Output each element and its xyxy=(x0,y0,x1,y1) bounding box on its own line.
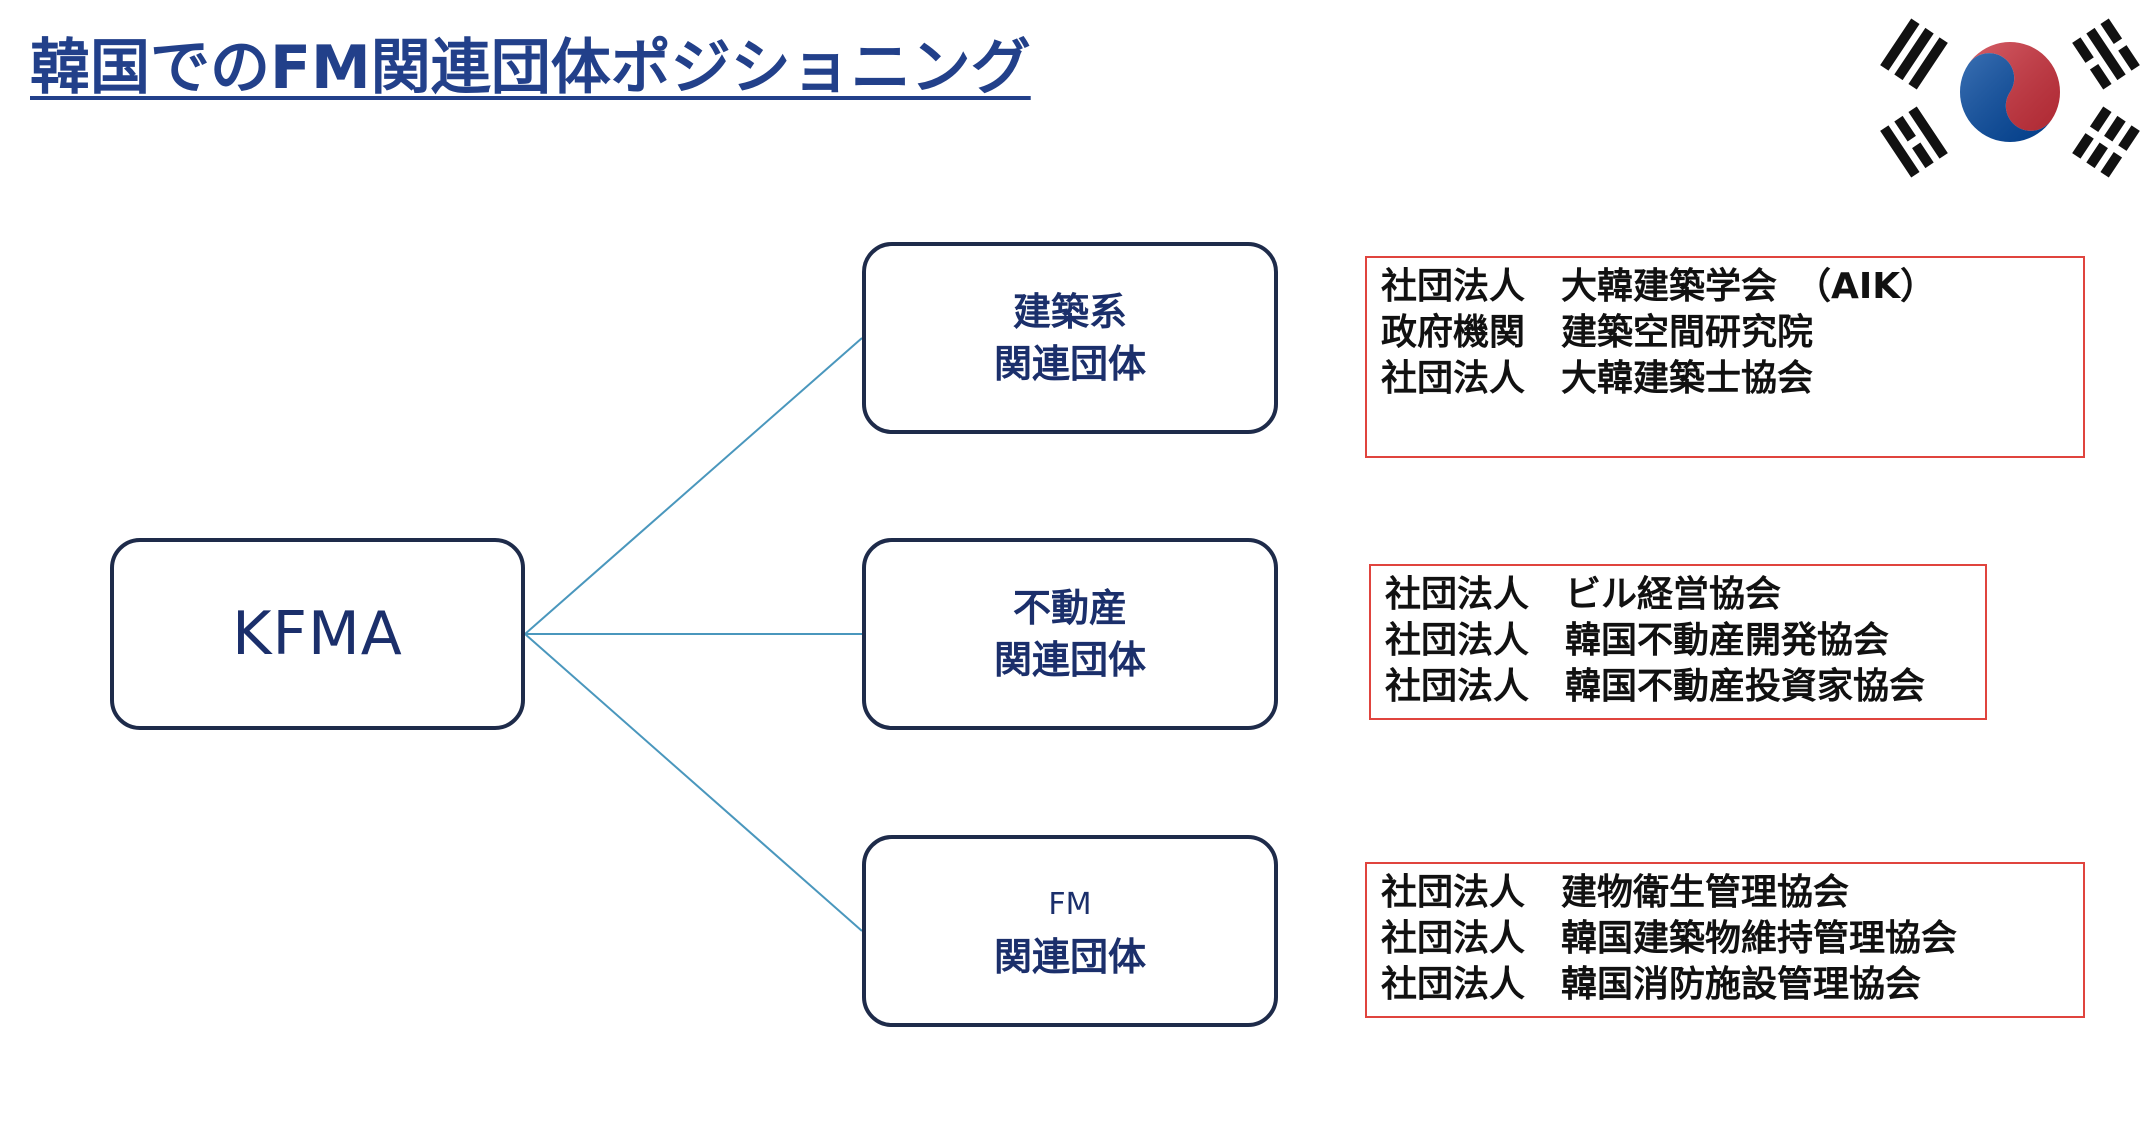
org-item: 社団法人 建物衛生管理協会 xyxy=(1381,872,1850,913)
org-item: 社団法人 ビル経営協会 xyxy=(1385,574,1782,615)
connector-arch xyxy=(524,337,863,635)
org-list-architecture: 社団法人 大韓建築学会 （AIK） 政府機関 建築空間研究院 社団法人 大韓建築… xyxy=(1365,256,2085,458)
org-list-fm: 社団法人 建物衛生管理協会 社団法人 韓国建築物維持管理協会 社団法人 韓国消防… xyxy=(1365,862,2085,1018)
node-real-estate-line1: 不動産 xyxy=(1012,586,1127,630)
korean-flag-icon xyxy=(1880,18,2140,178)
page-title: 韓国でのFM関連団体ポジショニング xyxy=(30,33,1031,103)
node-real-estate: 不動産 関連団体 xyxy=(862,538,1278,730)
org-item: 政府機関 建築空間研究院 xyxy=(1381,312,1814,353)
node-architecture: 建築系 関連団体 xyxy=(862,242,1278,434)
org-item: 社団法人 大韓建築士協会 xyxy=(1381,358,1814,399)
connector-fm xyxy=(524,633,863,932)
org-item: 社団法人 韓国消防施設管理協会 xyxy=(1381,964,1922,1005)
node-real-estate-line2: 関連団体 xyxy=(993,638,1146,682)
org-item: 社団法人 韓国不動産開発協会 xyxy=(1385,620,1890,661)
org-item: 社団法人 大韓建築学会 （AIK） xyxy=(1381,266,1937,307)
org-item: 社団法人 韓国不動産投資家協会 xyxy=(1385,666,1926,707)
node-fm-line1: FM xyxy=(1048,887,1092,922)
node-kfma-label: KFMA xyxy=(232,599,403,669)
node-kfma: KFMA xyxy=(110,538,525,730)
node-architecture-line2: 関連団体 xyxy=(993,342,1146,386)
node-fm-line2: 関連団体 xyxy=(993,935,1146,979)
org-list-real-estate: 社団法人 ビル経営協会 社団法人 韓国不動産開発協会 社団法人 韓国不動産投資家… xyxy=(1369,564,1987,720)
node-architecture-line1: 建築系 xyxy=(1012,290,1127,334)
org-item: 社団法人 韓国建築物維持管理協会 xyxy=(1381,918,1958,959)
node-fm: FM 関連団体 xyxy=(862,835,1278,1027)
